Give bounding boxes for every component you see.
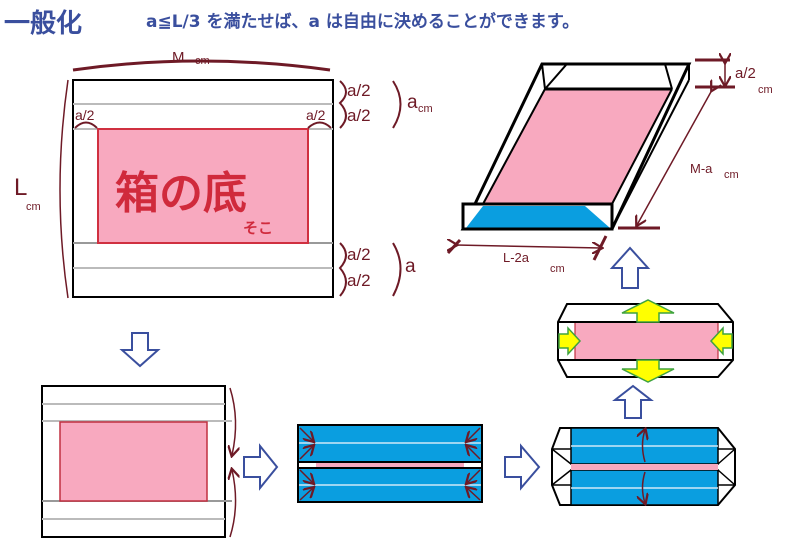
fold-corner-arrows bbox=[299, 427, 481, 501]
step-folded-corners bbox=[551, 428, 736, 505]
box-bottom-reading: そこ bbox=[243, 219, 273, 237]
width-arc bbox=[72, 59, 331, 72]
push-arrow-up-icon bbox=[621, 299, 675, 323]
fold-arrow-icon bbox=[230, 387, 236, 455]
top-half-1: a/2 bbox=[347, 81, 371, 100]
step-fold-sheet bbox=[41, 385, 236, 538]
page-title: 一般化 bbox=[4, 9, 82, 39]
box-length-label: M-a bbox=[690, 161, 713, 176]
top-brace bbox=[338, 80, 347, 129]
top-total-unit: cm bbox=[418, 103, 433, 115]
condition-text: a≦L/3 を満たせば、a は自由に決めることができます。 bbox=[146, 11, 579, 32]
step-blue-strips bbox=[297, 424, 483, 503]
finished-box: a/2 cm M-a cm L-2a cm bbox=[448, 60, 773, 275]
top-total: a bbox=[407, 92, 418, 113]
box-front-wall bbox=[466, 206, 610, 228]
fold-arrow-icon bbox=[230, 470, 236, 538]
top-half-2: a/2 bbox=[347, 106, 371, 125]
down-arrow-icon bbox=[119, 332, 161, 368]
box-length-unit: cm bbox=[724, 169, 739, 181]
push-arrow-left-icon bbox=[709, 326, 733, 356]
bottom-half-1: a/2 bbox=[347, 245, 371, 264]
height-label: L bbox=[14, 174, 27, 201]
corner-arc-right bbox=[307, 121, 332, 129]
fold-arrow-icon bbox=[643, 430, 646, 463]
box-width-unit: cm bbox=[550, 263, 565, 275]
bottom-total-brace bbox=[392, 242, 402, 297]
bottom-total: a bbox=[405, 256, 416, 277]
box-bottom-label: 箱の底 bbox=[115, 168, 247, 219]
corner-arc-left bbox=[74, 121, 98, 129]
bottom-brace bbox=[338, 242, 347, 297]
up-arrow-icon bbox=[609, 246, 651, 289]
up-arrow-icon bbox=[612, 384, 654, 419]
width-unit: cm bbox=[195, 55, 210, 67]
height-unit: cm bbox=[26, 201, 41, 213]
push-arrow-right-icon bbox=[558, 326, 582, 356]
top-total-brace bbox=[392, 80, 402, 129]
corner-label-right: a/2 bbox=[306, 107, 326, 123]
push-arrow-down-icon bbox=[621, 359, 675, 383]
step-open-box bbox=[557, 299, 734, 383]
corner-label-left: a/2 bbox=[75, 107, 95, 123]
bottom-half-2: a/2 bbox=[347, 271, 371, 290]
box-height-label: a/2 bbox=[735, 65, 756, 82]
width-label: M bbox=[172, 49, 185, 66]
fold-arrow-icon bbox=[643, 471, 646, 503]
right-arrow-icon bbox=[504, 443, 541, 491]
height-arc bbox=[59, 79, 69, 299]
box-height-unit: cm bbox=[758, 84, 773, 96]
right-arrow-icon bbox=[243, 443, 279, 491]
box-bottom-area bbox=[97, 128, 309, 244]
unfolded-sheet: M cm L cm 箱の底 そこ a/2 a/2 a/2 a/2 a cm a/… bbox=[14, 49, 433, 299]
box-width-label: L-2a bbox=[503, 250, 530, 265]
